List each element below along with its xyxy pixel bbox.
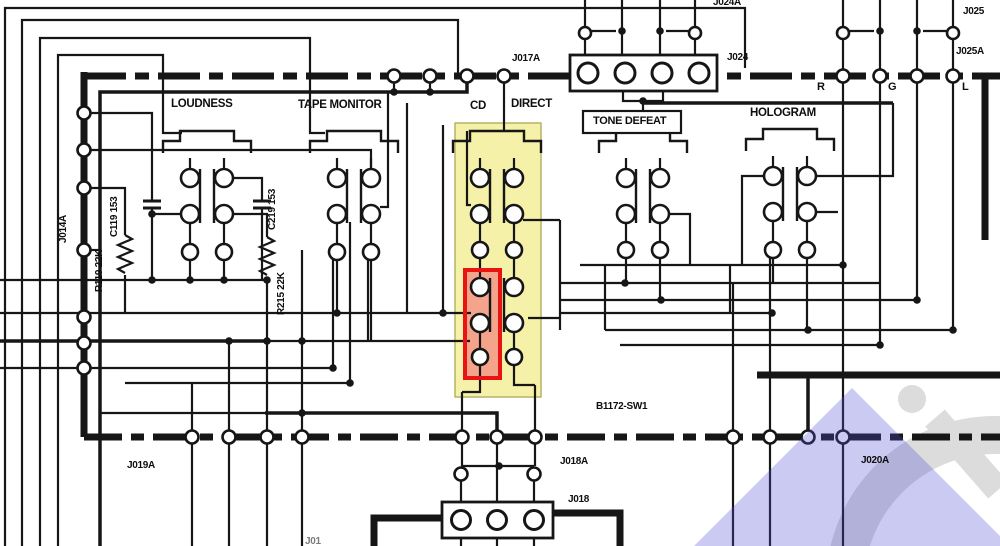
junction-dots <box>148 27 957 470</box>
label-tape-monitor: TAPE MONITOR <box>298 99 382 111</box>
switch-tone-defeat <box>597 129 689 260</box>
label-c219: C219 153 <box>267 189 278 230</box>
label-j019a: J019A <box>127 460 155 471</box>
label-j024a: J024A <box>713 0 741 8</box>
label-channel-r: R <box>817 81 825 93</box>
tone-defeat-label-box <box>581 109 683 135</box>
label-j01-partial: J01 <box>305 536 321 546</box>
connector-j017a <box>568 53 719 93</box>
switch-hologram <box>744 127 836 260</box>
label-cd: CD <box>470 100 487 112</box>
connector-j018 <box>440 500 555 540</box>
label-j020a: J020A <box>861 455 889 466</box>
label-j014a: J014A <box>58 215 69 243</box>
label-c119: C119 153 <box>109 196 120 237</box>
label-hologram: HOLOGRAM <box>750 107 816 119</box>
wires-thin <box>0 0 955 546</box>
wires-medium <box>0 82 893 546</box>
label-j018: J018 <box>568 494 590 505</box>
label-tone-defeat: TONE DEFEAT <box>593 115 667 127</box>
label-j024: J024 <box>727 52 749 63</box>
label-j017a: J017A <box>512 53 540 64</box>
highlight-box-red <box>463 268 502 380</box>
label-loudness: LOUDNESS <box>171 98 233 110</box>
label-b1172-sw1: B1172-SW1 <box>596 401 648 412</box>
label-r119: R119 22K <box>94 249 105 292</box>
label-channel-l: L <box>962 81 969 93</box>
label-channel-g: G <box>888 81 897 93</box>
label-j018a: J018A <box>560 456 588 467</box>
label-j025: J025 <box>963 6 985 17</box>
label-j025a: J025A <box>956 46 984 57</box>
label-r215: R215 22K <box>276 272 287 315</box>
label-direct: DIRECT <box>511 98 553 110</box>
watermark-diamond <box>694 388 1000 546</box>
bus-junction-circles <box>76 25 961 482</box>
